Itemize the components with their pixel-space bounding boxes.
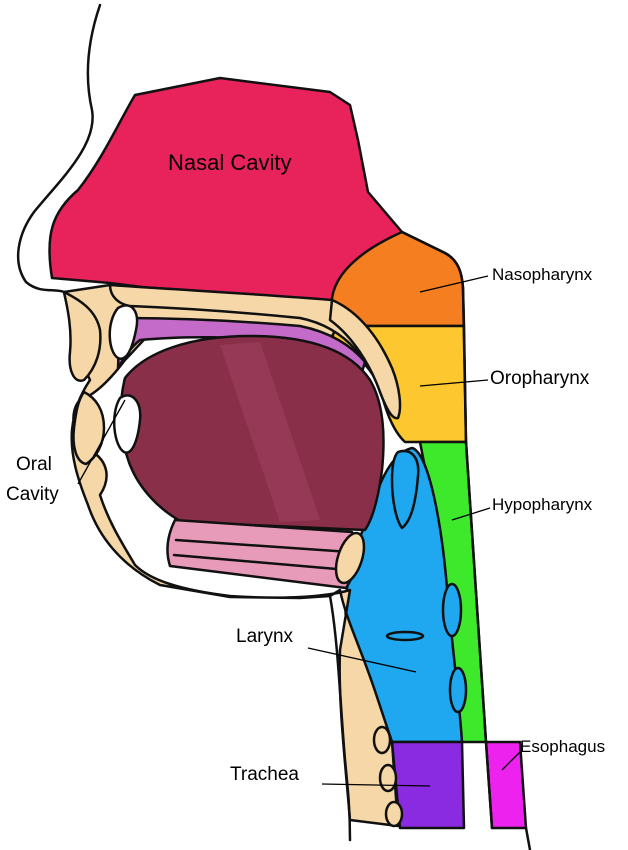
- neck-front: [328, 594, 352, 842]
- face-profile: [17, 3, 102, 294]
- cricoid-cartilage: [448, 666, 468, 714]
- lower-lip: [72, 390, 106, 466]
- leader-nasopharynx: [419, 275, 489, 293]
- upper-lip: [62, 290, 102, 382]
- upper-teeth: [108, 304, 139, 360]
- leader-oral-cavity: [77, 399, 126, 485]
- leader-esophagus: [501, 751, 521, 771]
- tracheal-ring-2: [378, 763, 398, 793]
- leader-trachea: [321, 783, 431, 787]
- label-nasal-cavity: Nasal Cavity: [168, 150, 291, 175]
- thyroid-cartilage: [441, 582, 463, 638]
- soft-palate: [328, 298, 402, 420]
- vocal-fold: [385, 630, 425, 642]
- lower-teeth: [112, 394, 142, 454]
- leader-larynx: [307, 647, 417, 673]
- label-oral-cavity-line1: Oral: [16, 454, 52, 475]
- label-esophagus: Esophagus: [520, 737, 605, 756]
- pharynx-wall: [400, 230, 494, 830]
- tongue-sheen: [220, 342, 320, 522]
- neck-back: [524, 826, 532, 850]
- leader-oropharynx: [419, 379, 489, 387]
- tracheal-ring-3: [384, 800, 404, 828]
- epiglottis: [390, 449, 420, 530]
- nasal-cavity-region: [48, 76, 404, 302]
- label-trachea: Trachea: [230, 764, 299, 785]
- label-hypopharynx: Hypopharynx: [492, 495, 593, 514]
- hyoid-bone: [334, 531, 366, 585]
- tracheal-ring-1: [372, 725, 392, 755]
- muscle-striation: [172, 538, 352, 572]
- leader-hypopharynx: [451, 507, 491, 521]
- label-nasopharynx: Nasopharynx: [492, 265, 593, 284]
- label-oral-cavity-line2: Cavity: [6, 484, 59, 505]
- label-larynx: Larynx: [236, 626, 294, 647]
- floor-muscle: [166, 518, 359, 590]
- label-oropharynx: Oropharynx: [490, 368, 590, 389]
